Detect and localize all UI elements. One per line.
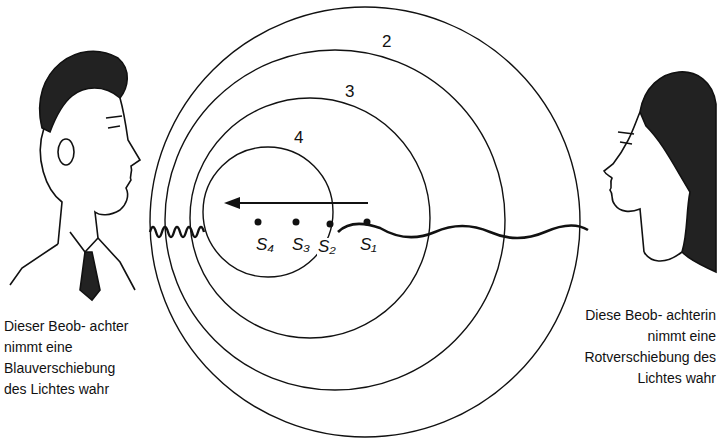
wavefront-circle [190,98,430,338]
source-label: S₄ [255,236,275,255]
light-wave-short [150,227,204,237]
wavefront-circle [203,147,333,277]
observer-caption: Dieser Beob- achter nimmt eine Blauversc… [4,316,138,400]
observer-caption: Diese Beob- achterin nimmt eine Rotversc… [580,305,716,389]
arrow-head [224,197,240,209]
source-label: S₃ [291,236,311,255]
female-observer [604,72,716,272]
motion-arrow [236,202,368,204]
source-dot [293,219,300,226]
source-label: S₂ [317,238,337,257]
circle-number: 2 [380,33,393,52]
circle-number: 4 [292,129,305,148]
wavefront-circle [150,7,580,437]
source-dot [255,219,262,226]
source-label: S₁ [359,236,378,255]
wavefront-circle [165,50,505,390]
male-observer [10,51,140,300]
circle-number: 3 [343,83,356,102]
source-dot [327,221,334,228]
